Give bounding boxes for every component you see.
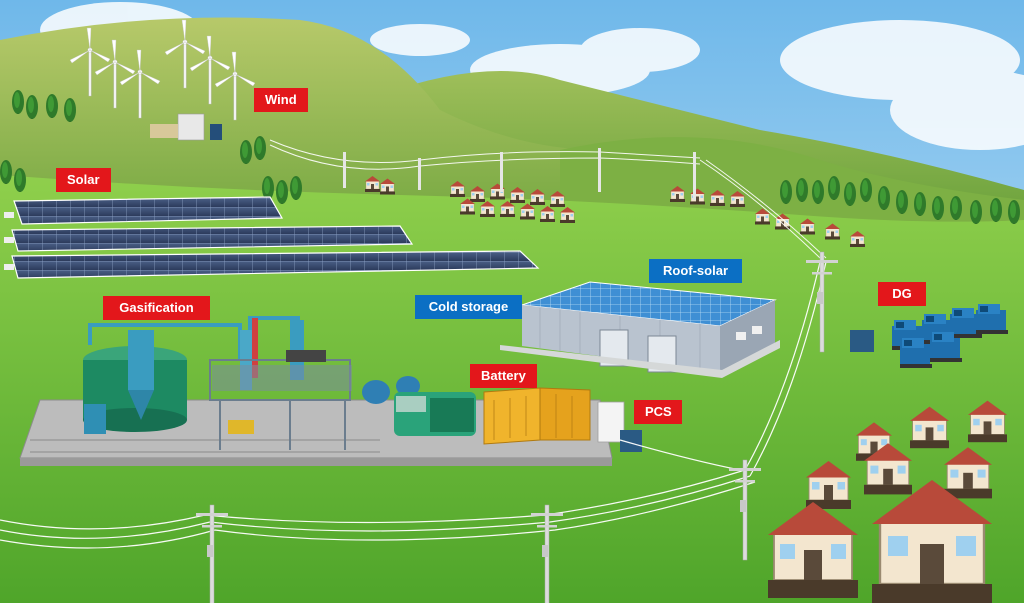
battery-label: Battery (470, 364, 537, 388)
gasification-label: Gasification (103, 296, 210, 320)
dg-label: DG (878, 282, 926, 306)
pcs-label: PCS (634, 400, 682, 424)
cold-storage-label: Cold storage (415, 295, 522, 319)
solar-label: Solar (56, 168, 111, 192)
roof-solar-label: Roof-solar (649, 259, 742, 283)
wind-label: Wind (254, 88, 308, 112)
